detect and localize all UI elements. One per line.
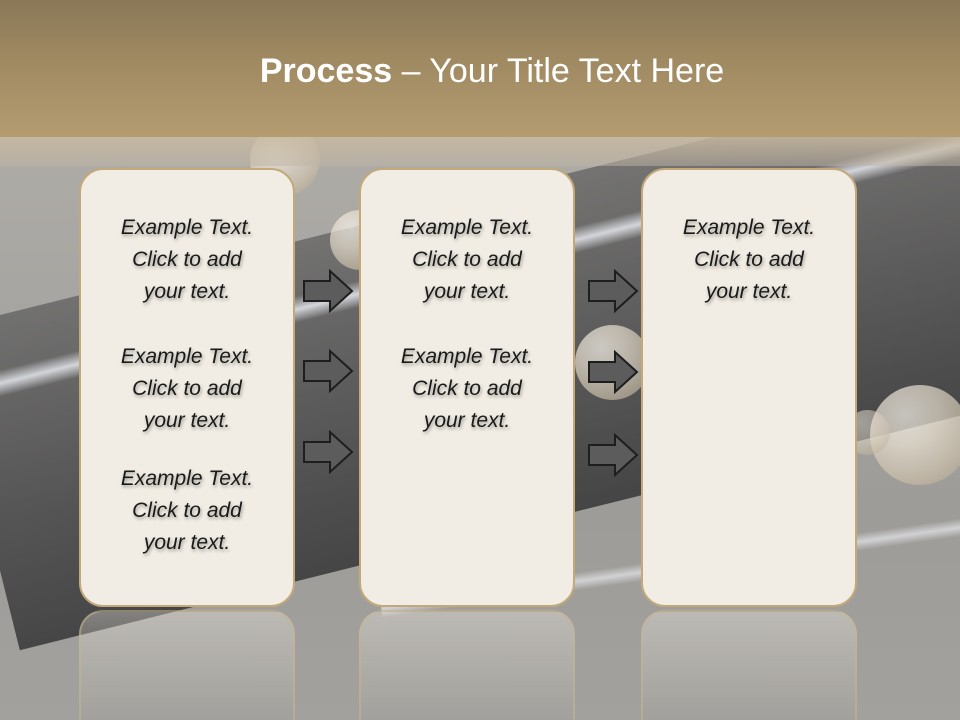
text-line: Example Text. bbox=[400, 216, 534, 239]
text-line: Click to add bbox=[694, 248, 804, 271]
right-arrow-icon[interactable] bbox=[587, 433, 639, 477]
text-block[interactable]: Example Text. Click to add your text. bbox=[643, 212, 855, 308]
text-line: Click to add bbox=[132, 499, 242, 522]
text-line: your text. bbox=[143, 531, 231, 554]
title-rest: – Your Title Text Here bbox=[392, 52, 725, 90]
text-line: Click to add bbox=[132, 248, 242, 271]
text-line: your text. bbox=[423, 409, 511, 432]
text-line: your text. bbox=[423, 280, 511, 303]
title-bold: Process bbox=[259, 52, 393, 90]
text-line: Click to add bbox=[132, 377, 242, 400]
text-block[interactable]: Example Text. Click to add your text. bbox=[81, 463, 293, 559]
box-reflection bbox=[359, 610, 575, 720]
right-arrow-icon[interactable] bbox=[302, 430, 354, 474]
text-line: Example Text. bbox=[400, 345, 534, 368]
text-block[interactable]: Example Text. Click to add your text. bbox=[81, 212, 293, 308]
text-line: your text. bbox=[143, 409, 231, 432]
right-arrow-icon[interactable] bbox=[302, 349, 354, 393]
text-line: Example Text. bbox=[120, 345, 254, 368]
right-arrow-icon[interactable] bbox=[587, 269, 639, 313]
box-reflection bbox=[641, 610, 857, 720]
slide-title[interactable]: Process – Your Title Text Here bbox=[0, 52, 960, 91]
text-line: Example Text. bbox=[682, 216, 816, 239]
text-line: Example Text. bbox=[120, 216, 254, 239]
title-bar bbox=[0, 0, 960, 137]
text-line: Example Text. bbox=[120, 467, 254, 490]
text-block[interactable]: Example Text. Click to add your text. bbox=[361, 341, 573, 437]
process-box-2[interactable]: Example Text. Click to add your text. Ex… bbox=[359, 168, 575, 607]
text-block[interactable]: Example Text. Click to add your text. bbox=[81, 341, 293, 437]
text-line: Click to add bbox=[412, 377, 522, 400]
text-line: Click to add bbox=[412, 248, 522, 271]
box-reflection bbox=[79, 610, 295, 720]
text-line: your text. bbox=[143, 280, 231, 303]
process-box-1[interactable]: Example Text. Click to add your text. Ex… bbox=[79, 168, 295, 607]
right-arrow-icon[interactable] bbox=[587, 350, 639, 394]
process-box-3[interactable]: Example Text. Click to add your text. bbox=[641, 168, 857, 607]
text-block[interactable]: Example Text. Click to add your text. bbox=[361, 212, 573, 308]
text-line: your text. bbox=[705, 280, 793, 303]
title-bar-underband bbox=[0, 137, 960, 166]
right-arrow-icon[interactable] bbox=[302, 269, 354, 313]
